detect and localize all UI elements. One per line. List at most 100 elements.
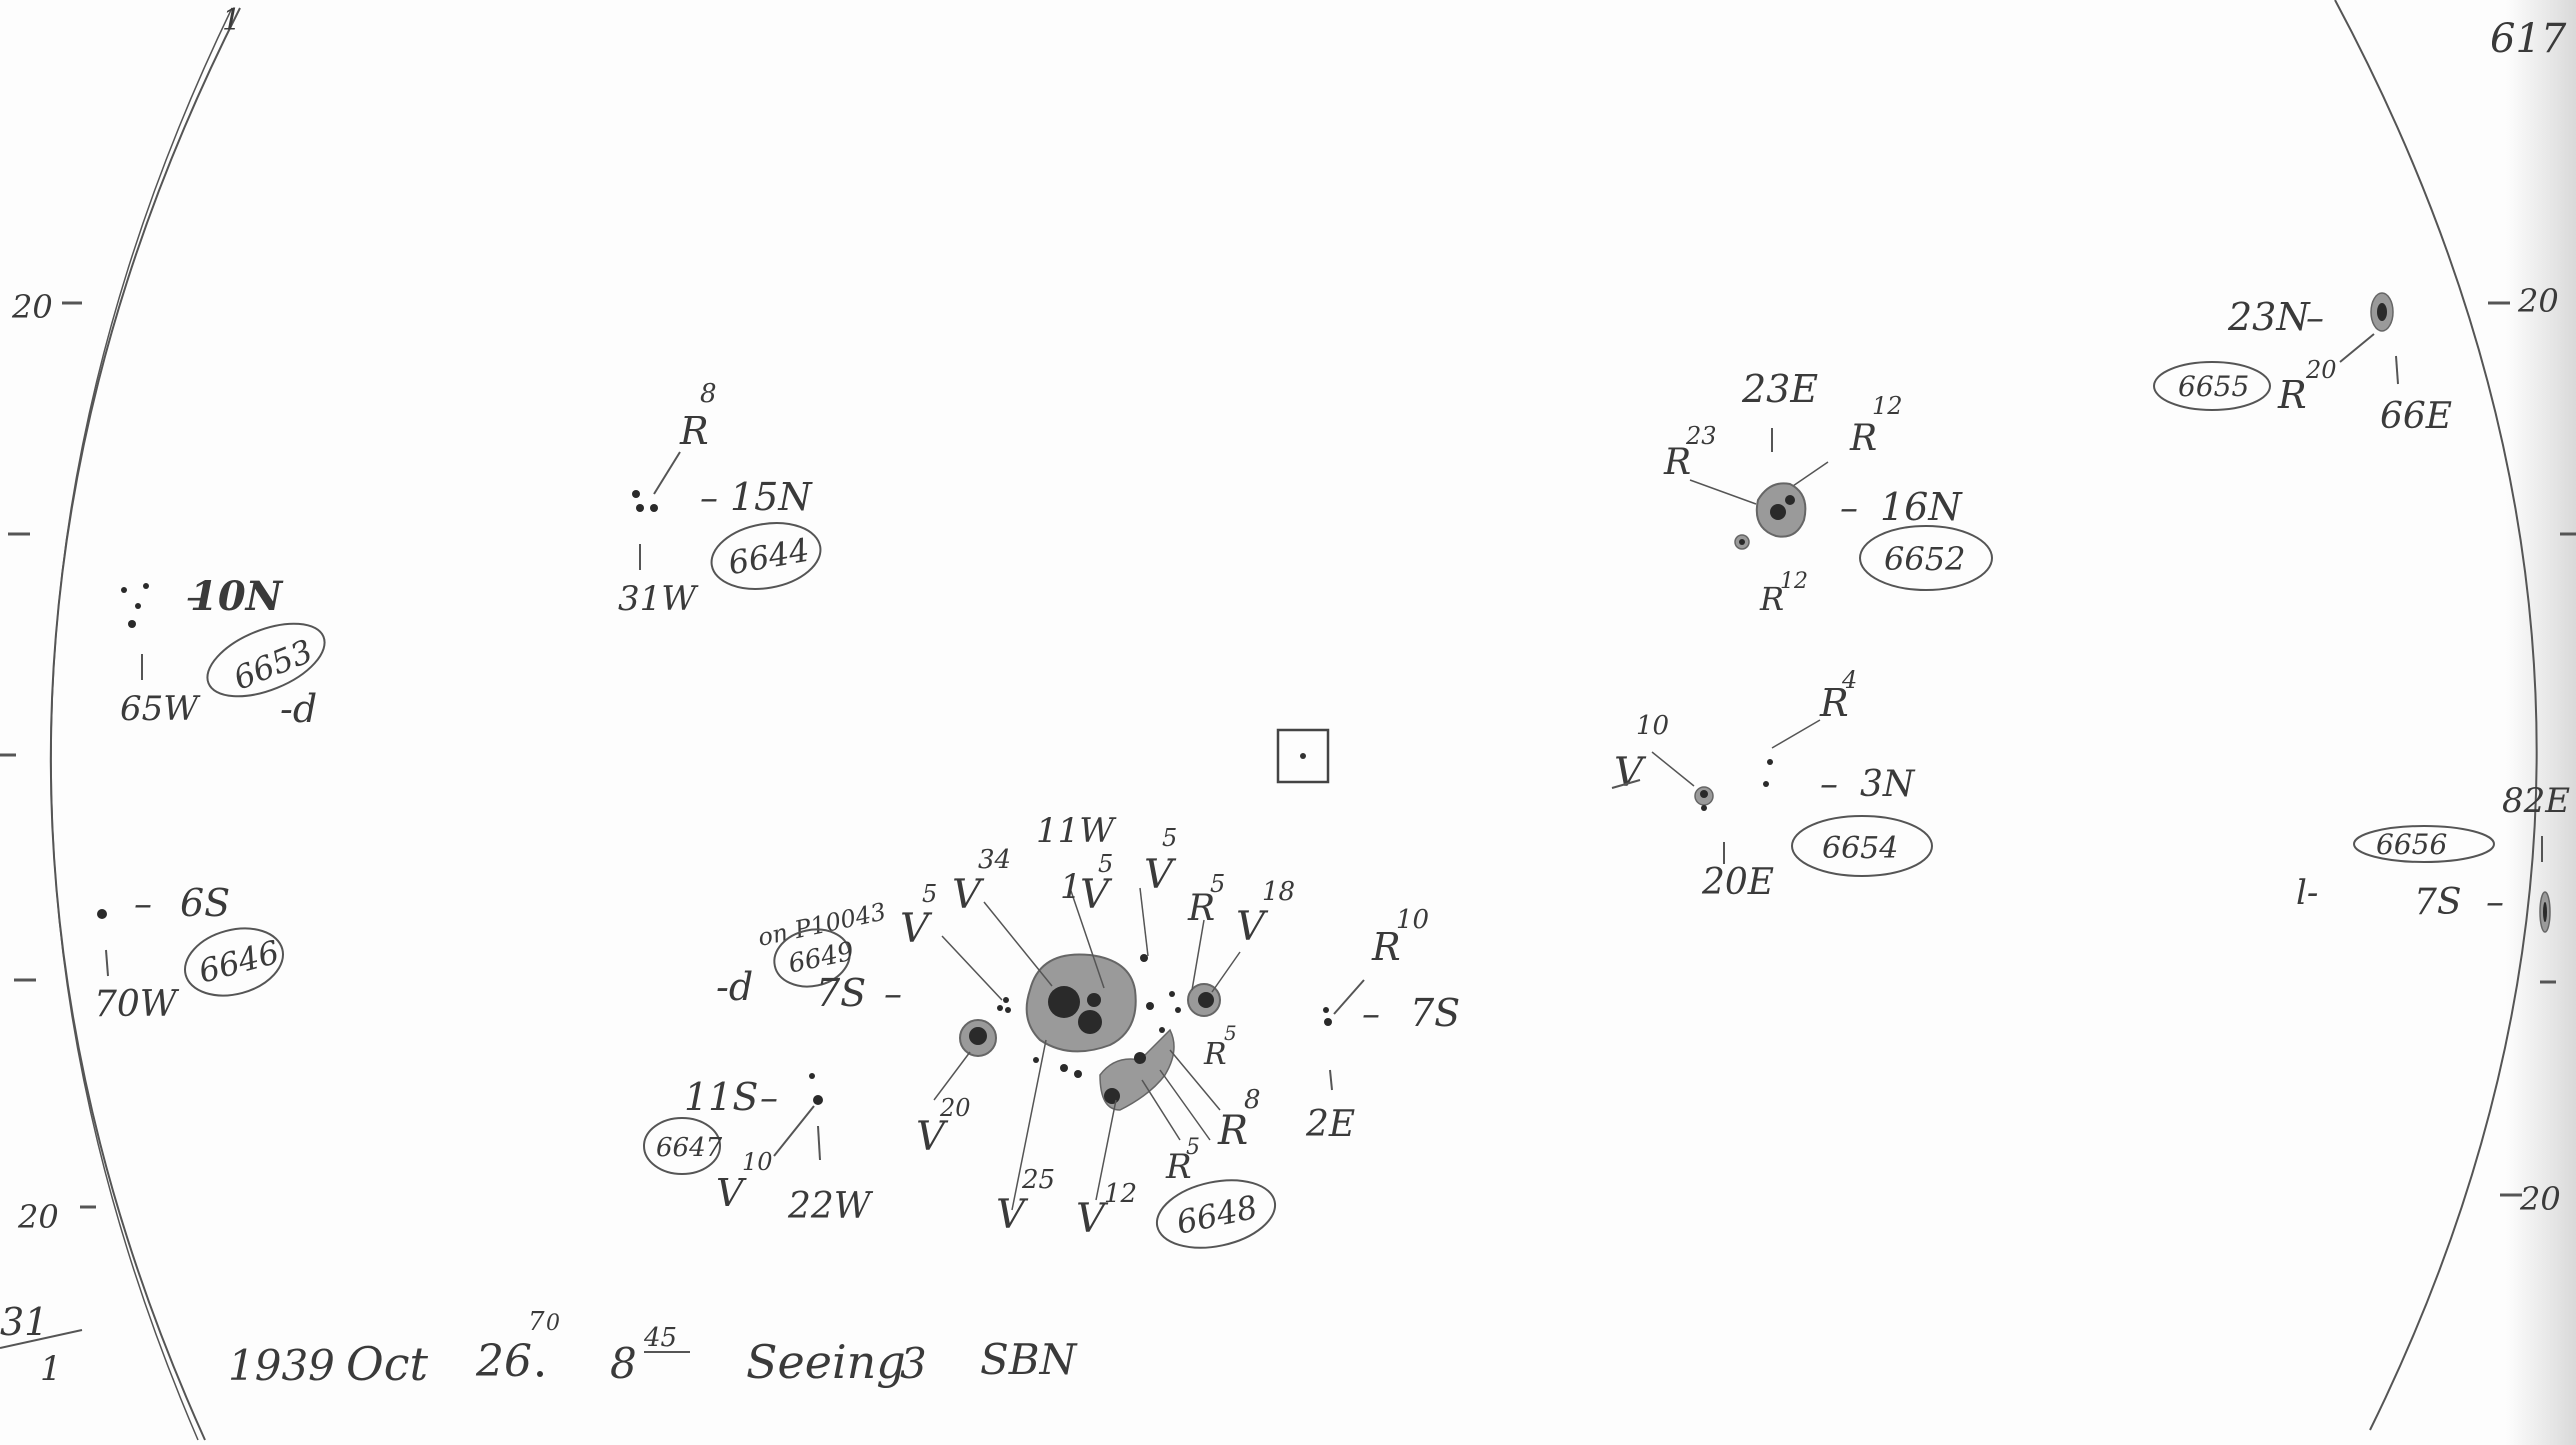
svg-text:5: 5: [1162, 824, 1177, 852]
svg-text:5: 5: [1224, 1021, 1237, 1045]
svg-text:R: R: [1217, 1108, 1248, 1154]
svg-text:15N: 15N: [730, 475, 813, 519]
svg-text:4: 4: [1841, 666, 1857, 694]
svg-text:R: R: [2277, 373, 2307, 417]
svg-text:20E: 20E: [1701, 862, 1774, 903]
svg-text:20: 20: [2305, 356, 2337, 384]
svg-text:SBN: SBN: [980, 1335, 1078, 1384]
svg-text:25: 25: [1021, 1165, 1055, 1195]
svg-text:5: 5: [1186, 1135, 1200, 1160]
group-6654: V 10 R 4 – 3N 20E 6654: [1611, 666, 1933, 903]
svg-text:23N: 23N: [2227, 295, 2311, 339]
svg-text:70W: 70W: [94, 984, 180, 1025]
limb-ticks: [0, 301, 2576, 1209]
limb-label-right-bottom: 20: [2519, 1180, 2561, 1218]
group-6656: 82E 6656 l- 7S –: [2296, 781, 2570, 933]
svg-text:V: V: [1236, 904, 1269, 950]
svg-text:V: V: [1614, 750, 1647, 796]
svg-text:7: 7: [528, 1307, 545, 1337]
svg-text:–: –: [1362, 994, 1380, 1035]
svg-text:6647: 6647: [656, 1133, 723, 1163]
svg-text:11W: 11W: [1036, 811, 1117, 851]
svg-text:5: 5: [922, 880, 937, 908]
svg-text:-d: -d: [716, 965, 753, 1009]
svg-text:R: R: [1759, 580, 1784, 618]
svg-text:2E: 2E: [1305, 1104, 1355, 1145]
svg-text:6654: 6654: [1822, 831, 1898, 866]
svg-text:5: 5: [1098, 850, 1113, 878]
svg-text:R: R: [1849, 418, 1877, 459]
svg-text:12: 12: [1872, 392, 1903, 420]
svg-text:10: 10: [1636, 711, 1669, 741]
group-6653: 10N – 65W 6653 -d: [120, 573, 326, 731]
svg-text:1939: 1939: [228, 1341, 335, 1390]
svg-text:V: V: [1080, 872, 1113, 918]
svg-text:26: 26: [475, 1336, 532, 1387]
svg-text:6652: 6652: [1884, 540, 1965, 578]
svg-text:8: 8: [700, 379, 717, 409]
svg-text:6646: 6646: [195, 933, 283, 991]
svg-text:7S: 7S: [1410, 991, 1460, 1035]
svg-text:3: 3: [900, 1339, 927, 1388]
observation-footer: 1939 Oct 26 7 0 8 45 Seeing 3 SBN: [228, 1307, 1078, 1391]
svg-text:23: 23: [1685, 422, 1717, 450]
svg-text:1: 1: [1060, 867, 1082, 907]
svg-text:8: 8: [1244, 1085, 1261, 1115]
svg-text:82E: 82E: [2502, 781, 2570, 821]
svg-text:-d: -d: [280, 687, 317, 731]
svg-text:R: R: [1165, 1147, 1192, 1187]
svg-text:l-: l-: [2296, 873, 2318, 913]
limb-label-left-top: 20: [11, 288, 53, 326]
svg-text:V: V: [1144, 852, 1177, 898]
group-6647: 11S – V 10 22W 6647: [643, 1073, 874, 1227]
svg-text:7S: 7S: [2414, 882, 2462, 923]
svg-text:45: 45: [643, 1323, 677, 1353]
svg-text:–: –: [2306, 298, 2324, 339]
svg-text:R: R: [1371, 925, 1401, 969]
svg-text:–: –: [760, 1078, 778, 1119]
svg-text:65W: 65W: [120, 689, 201, 729]
svg-text:V: V: [996, 1192, 1029, 1238]
svg-text:V: V: [952, 872, 985, 918]
limb-label-left-bottom: 20: [17, 1198, 59, 1236]
svg-text:20: 20: [939, 1094, 971, 1122]
svg-text:3N: 3N: [1860, 764, 1916, 805]
svg-text:66E: 66E: [2380, 396, 2452, 437]
group-6652: 23E R 23 R 12 R 12 – 16N 6652: [1663, 367, 1993, 618]
svg-text:–: –: [884, 974, 902, 1015]
svg-text:18: 18: [1262, 877, 1295, 907]
svg-text:16N: 16N: [1880, 485, 1963, 529]
svg-text:22W: 22W: [787, 1186, 874, 1227]
svg-text:V: V: [716, 1171, 747, 1215]
svg-text:10: 10: [1396, 905, 1429, 935]
group-7s-2e: R 10 – 7S 2E: [1305, 905, 1460, 1145]
svg-text:R: R: [1663, 442, 1691, 483]
group-6646: – 6S 70W 6646: [94, 881, 285, 1025]
svg-text:34: 34: [978, 845, 1011, 875]
svg-text:6655: 6655: [2178, 370, 2249, 403]
svg-text:6644: 6644: [725, 531, 812, 583]
fraction-denominator: 1: [40, 1349, 62, 1389]
svg-text:10N: 10N: [190, 573, 284, 620]
svg-text:31W: 31W: [618, 579, 699, 619]
svg-text:R: R: [1819, 681, 1849, 725]
group-6644: R 8 – 15N 31W 6644: [618, 379, 822, 619]
svg-text:–: –: [134, 884, 152, 925]
svg-text:0: 0: [546, 1311, 560, 1336]
svg-text:–: –: [1820, 764, 1838, 805]
svg-text:Seeing: Seeing: [746, 1335, 906, 1389]
page-number: 617: [2490, 16, 2567, 62]
svg-text:8: 8: [610, 1339, 637, 1388]
svg-text:6656: 6656: [2376, 828, 2447, 861]
svg-text:V: V: [900, 906, 933, 952]
svg-text:V: V: [1076, 1196, 1109, 1242]
svg-text:7S: 7S: [816, 971, 866, 1015]
solar-limb-left-inner: [50, 7, 233, 1441]
scan-edge-shadow: [2506, 0, 2576, 1445]
solar-limb-right: [2334, 0, 2538, 1431]
svg-text:12: 12: [1780, 569, 1808, 594]
group-6655: 23N – R 20 66E 6655: [2153, 292, 2452, 437]
svg-text:–: –: [1840, 488, 1858, 529]
limb-label-corner: 1: [222, 3, 241, 38]
